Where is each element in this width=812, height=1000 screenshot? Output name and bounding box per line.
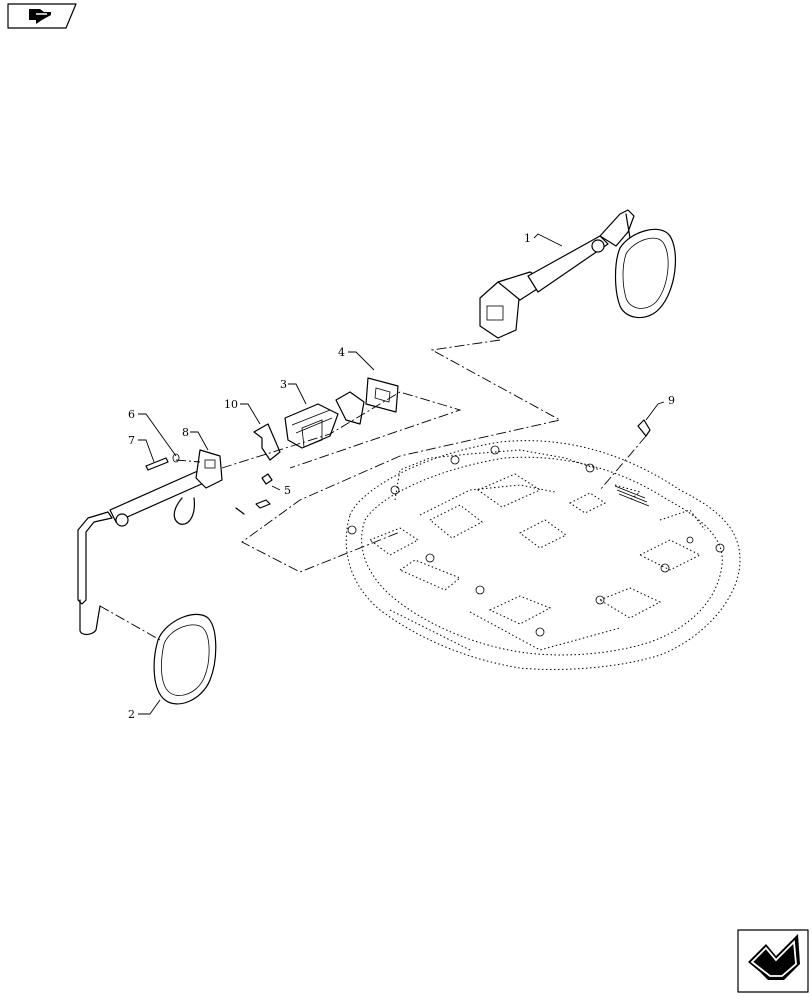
callout-9: 9 (645, 394, 675, 421)
callout-label-10: 10 (224, 398, 238, 411)
part-9-fitting (637, 419, 651, 437)
assembly-lines (99, 339, 647, 641)
part-3-bracket (284, 391, 365, 449)
callout-5: 5 (271, 484, 291, 497)
callout-label-9: 9 (668, 394, 675, 407)
callout-label-1: 1 (524, 232, 531, 245)
callout-4: 4 (338, 346, 375, 371)
part-5-screw (235, 473, 273, 515)
callout-label-8: 8 (182, 426, 189, 439)
part-7-bolt (145, 457, 169, 471)
part-8-left-mirror-arm (77, 449, 223, 636)
callout-6: 6 (128, 408, 177, 457)
callout-8: 8 (182, 426, 209, 451)
callout-label-6: 6 (128, 408, 135, 421)
callout-10: 10 (224, 398, 261, 425)
part-4-pad (365, 377, 399, 413)
callout-label-7: 7 (128, 434, 135, 447)
callout-3: 3 (280, 378, 307, 405)
callout-label-5: 5 (284, 484, 291, 497)
callout-label-3: 3 (280, 378, 287, 391)
callout-label-2: 2 (128, 708, 135, 721)
callout-7: 7 (128, 434, 155, 463)
next-page-arrow-icon[interactable] (737, 929, 809, 993)
part-1-right-mirror-assembly (479, 209, 677, 339)
part-6-washer (172, 453, 180, 463)
cab-roof (345, 440, 741, 670)
callout-1: 1 (524, 232, 563, 247)
callout-2: 2 (128, 699, 161, 721)
part-10-shim (253, 423, 281, 461)
part-2-left-mirror-head (153, 613, 217, 705)
parts-catalog-arrow-icon[interactable] (7, 3, 77, 29)
callout-label-4: 4 (338, 346, 345, 359)
